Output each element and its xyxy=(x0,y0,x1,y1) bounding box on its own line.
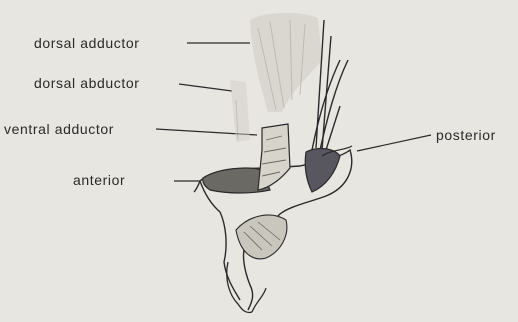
label-anterior: anterior xyxy=(73,172,125,188)
leader-dorsal-abductor xyxy=(179,84,232,91)
leader-posterior xyxy=(357,135,431,151)
label-dorsal-abductor: dorsal abductor xyxy=(34,75,140,91)
ventral-adductor-muscle xyxy=(258,124,290,190)
label-posterior: posterior xyxy=(436,127,496,143)
label-ventral-adductor: ventral adductor xyxy=(4,121,114,137)
dorsal-adductor-muscle xyxy=(250,13,322,112)
label-dorsal-adductor: dorsal adductor xyxy=(34,35,140,51)
dorsal-abductor-muscle xyxy=(230,80,250,142)
